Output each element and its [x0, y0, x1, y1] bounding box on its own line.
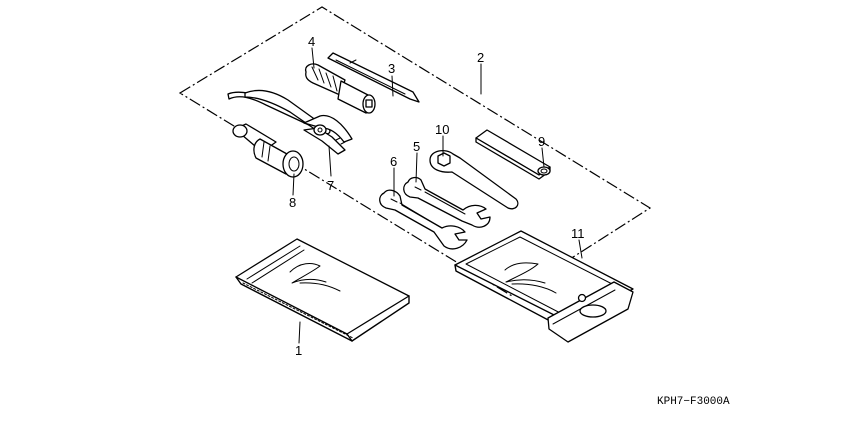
callout-9: 9	[538, 134, 545, 149]
pliers-drawing	[227, 89, 353, 155]
drawing-code: KPH7−F3000A	[657, 396, 730, 408]
callout-7: 7	[327, 178, 334, 193]
screwdriver-blade-drawing	[327, 52, 420, 103]
owner-manual-drawing	[235, 238, 410, 342]
wrench-6-drawing	[379, 189, 468, 250]
leader-lines	[292, 47, 583, 344]
callouts: 1 2 3 4 5 6 7 8 9 10 11	[289, 34, 585, 358]
handle-bar-drawing	[475, 129, 551, 180]
callout-8: 8	[289, 195, 296, 210]
callout-3: 3	[388, 61, 395, 76]
screwdriver-grip-drawing	[305, 63, 376, 114]
callout-1: 1	[295, 343, 302, 358]
wrench-5-drawing	[403, 176, 491, 228]
callout-10: 10	[435, 122, 449, 137]
callout-11: 11	[571, 226, 585, 241]
tool-kit-boundary	[178, 6, 652, 297]
callout-5: 5	[413, 139, 420, 154]
callout-6: 6	[390, 154, 397, 169]
ring-wrench-drawing	[429, 149, 519, 210]
callout-2: 2	[477, 50, 484, 65]
spark-plug-wrench-drawing	[232, 123, 304, 178]
callout-4: 4	[308, 34, 315, 49]
tool-bag-drawing	[454, 230, 634, 343]
